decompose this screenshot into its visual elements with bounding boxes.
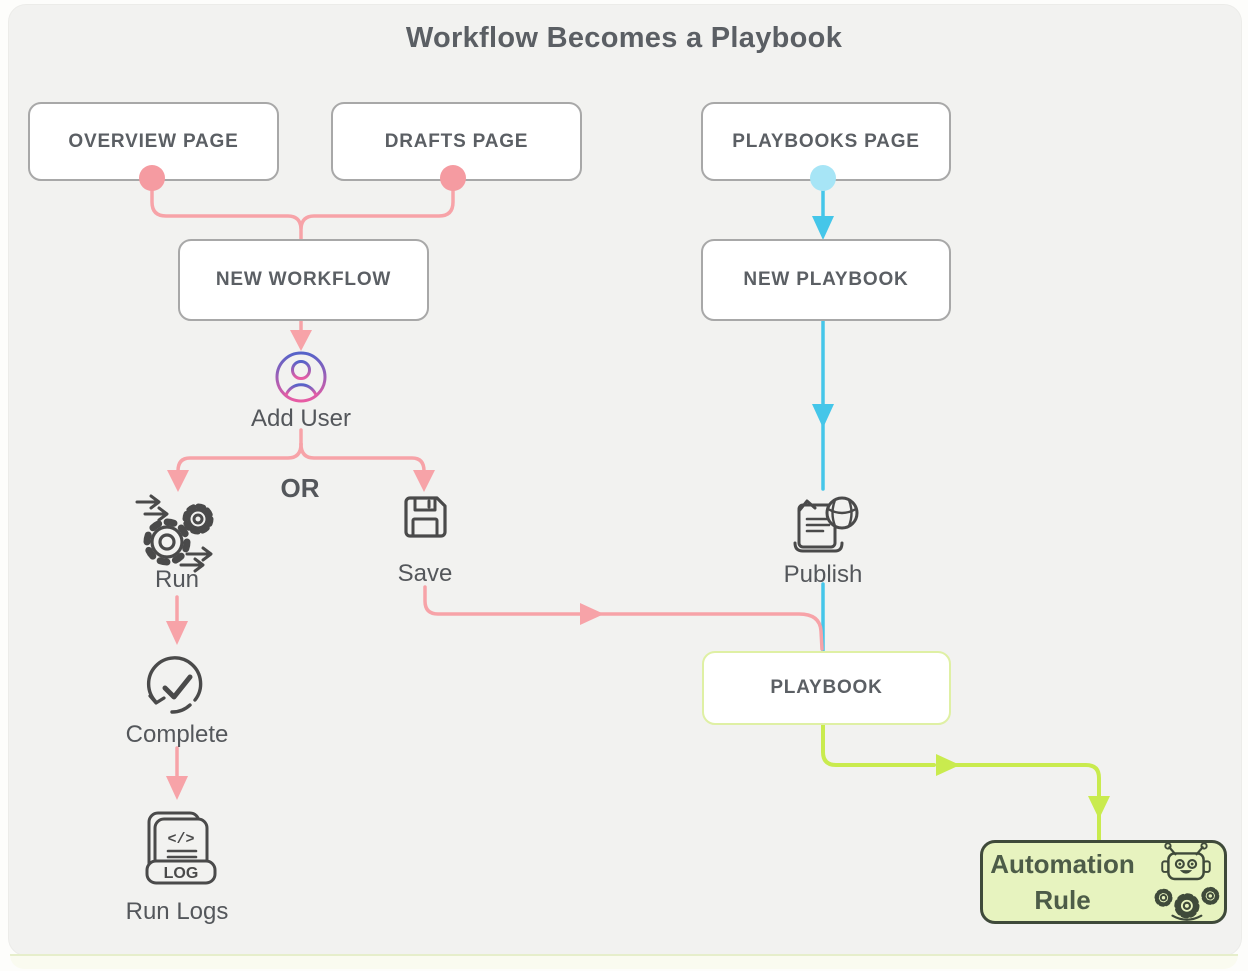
node-playbook: PLAYBOOK	[702, 651, 951, 725]
node-new-playbook: NEW PLAYBOOK	[701, 239, 951, 321]
save-floppy-icon	[404, 496, 447, 538]
node-drafts-page: DRAFTS PAGE	[331, 102, 582, 181]
automation-rule-line1: Automation	[990, 849, 1135, 879]
log-badge: LOG	[164, 865, 199, 882]
publish-icon	[793, 496, 859, 553]
node-playbook-label: PLAYBOOK	[770, 677, 883, 698]
run-label: Run	[154, 566, 200, 593]
code-glyph: </>	[167, 831, 194, 848]
save-label: Save	[397, 560, 453, 587]
complete-check-icon	[146, 656, 203, 714]
node-new-playbook-label: NEW PLAYBOOK	[743, 269, 909, 290]
run-logs-icon: </> LOG	[145, 811, 217, 885]
node-drafts-page-label: DRAFTS PAGE	[384, 130, 529, 152]
gears-icon	[1154, 886, 1219, 921]
or-label: OR	[280, 473, 320, 503]
node-new-workflow-label: NEW WORKFLOW	[215, 269, 392, 290]
add-user-label: Add User	[250, 405, 352, 432]
automation-rule-label: Automation Rule	[984, 846, 1142, 918]
node-automation-rule: Automation Rule	[980, 840, 1227, 924]
run-logs-label: Run Logs	[125, 898, 229, 925]
automation-rule-icons	[1148, 842, 1224, 922]
node-new-workflow: NEW WORKFLOW	[178, 239, 429, 321]
page-title: Workflow Becomes a Playbook	[405, 22, 843, 54]
bottom-strip	[10, 954, 1238, 969]
node-overview-page: OVERVIEW PAGE	[28, 102, 279, 181]
run-gears-icon	[135, 494, 214, 573]
node-overview-page-label: OVERVIEW PAGE	[68, 130, 239, 152]
add-user-icon	[275, 351, 327, 403]
node-playbooks-page-label: PLAYBOOKS PAGE	[732, 130, 920, 152]
complete-label: Complete	[125, 721, 229, 748]
node-playbooks-page: PLAYBOOKS PAGE	[701, 102, 951, 181]
publish-label: Publish	[783, 561, 863, 588]
automation-rule-line2: Rule	[1034, 885, 1091, 915]
robot-icon	[1160, 842, 1211, 881]
